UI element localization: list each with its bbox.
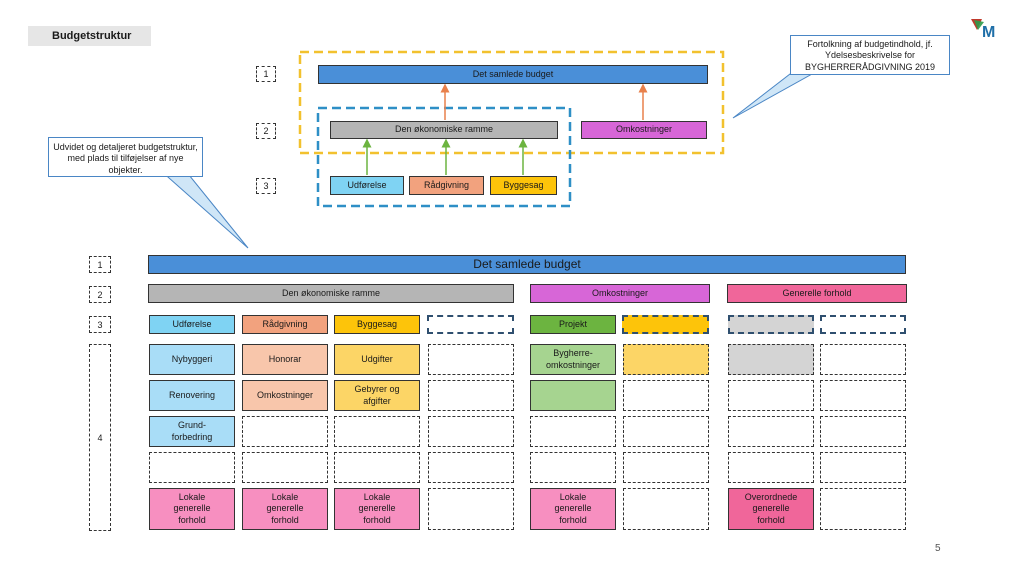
- bottom-consulting: Rådgivning: [242, 315, 328, 334]
- cell-general-gray-blank: [728, 344, 814, 375]
- cell-empty: [820, 488, 906, 530]
- bottom-empty-l3-general-a: [728, 315, 814, 334]
- cell-local-general-1: Lokale generelle forhold: [149, 488, 235, 530]
- bottom-empty-l3-costs: [622, 315, 709, 334]
- cell-empty: [428, 452, 514, 483]
- bottom-costs: Omkostninger: [530, 284, 710, 303]
- cell-empty: [530, 416, 616, 447]
- cell-empty: [334, 452, 420, 483]
- bottom-execution: Udførelse: [149, 315, 235, 334]
- cell-empty: [428, 488, 514, 530]
- logo-mark-icon: [971, 19, 984, 30]
- cell-empty: [149, 452, 235, 483]
- cell-new-build: Nybyggeri: [149, 344, 235, 375]
- top-level-2: 2: [256, 123, 276, 139]
- bottom-empty-l3-frame: [427, 315, 514, 334]
- cell-empty: [728, 416, 814, 447]
- cell-empty: [820, 452, 906, 483]
- cell-empty: [623, 380, 709, 411]
- top-building-case: Byggesag: [490, 176, 557, 195]
- cell-project-green-blank: [530, 380, 616, 411]
- bottom-level-3: 3: [89, 316, 111, 333]
- cell-empty: [623, 416, 709, 447]
- cell-client-costs: Bygherre- omkostninger: [530, 344, 616, 375]
- bottom-empty-l3-general-b: [820, 315, 906, 334]
- top-total-budget: Det samlede budget: [318, 65, 708, 84]
- cell-empty: [334, 416, 420, 447]
- cell-empty: [820, 416, 906, 447]
- page-title: Budgetstruktur: [28, 26, 151, 46]
- cell-overall-general: Overordnede generelle forhold: [728, 488, 814, 530]
- cell-fee: Honorar: [242, 344, 328, 375]
- callout-extended-structure: Udvidet og detaljeret budgetstruktur, me…: [48, 137, 203, 177]
- cell-empty: [428, 344, 514, 375]
- callout-interpretation: Fortolkning af budgetindhold, jf. Ydelse…: [790, 35, 950, 75]
- cell-empty: [428, 416, 514, 447]
- logo-letter: M: [982, 24, 996, 41]
- bottom-economic-frame: Den økonomiske ramme: [148, 284, 514, 303]
- cell-renovation: Renovering: [149, 380, 235, 411]
- cell-empty: [728, 452, 814, 483]
- top-execution: Udførelse: [330, 176, 404, 195]
- cell-outlays: Udgifter: [334, 344, 420, 375]
- cell-empty: [428, 380, 514, 411]
- top-economic-frame: Den økonomiske ramme: [330, 121, 558, 139]
- cell-local-general-3: Lokale generelle forhold: [334, 488, 420, 530]
- bottom-project: Projekt: [530, 315, 616, 334]
- page-number: 5: [935, 543, 941, 554]
- callout-right-pointer: [732, 73, 814, 119]
- cell-local-general-2: Lokale generelle forhold: [242, 488, 328, 530]
- top-level-3: 3: [256, 178, 276, 194]
- callout-left-pointer: [158, 169, 249, 249]
- bottom-general-conditions: Generelle forhold: [727, 284, 907, 303]
- cell-empty: [530, 452, 616, 483]
- bottom-level-2: 2: [89, 286, 111, 303]
- top-level-1: 1: [256, 66, 276, 82]
- bottom-level-4: 4: [89, 344, 111, 531]
- cell-ground-improvement: Grund- forbedring: [149, 416, 235, 447]
- cell-empty: [623, 452, 709, 483]
- cell-empty: [242, 452, 328, 483]
- cell-empty: [728, 380, 814, 411]
- cell-empty: [820, 344, 906, 375]
- cell-empty: [820, 380, 906, 411]
- inner-dashed-frame: [316, 106, 572, 208]
- company-logo: M: [968, 16, 1002, 46]
- bottom-total-budget: Det samlede budget: [148, 255, 906, 274]
- cell-local-general-4: Lokale generelle forhold: [530, 488, 616, 530]
- cell-empty: [242, 416, 328, 447]
- outer-dashed-frame: [298, 50, 725, 155]
- top-consulting: Rådgivning: [409, 176, 484, 195]
- cell-fees-and-charges: Gebyrer og afgifter: [334, 380, 420, 411]
- bottom-building-case: Byggesag: [334, 315, 420, 334]
- cell-costs-amber-blank: [623, 344, 709, 375]
- top-costs: Omkostninger: [581, 121, 707, 139]
- bottom-level-1: 1: [89, 256, 111, 273]
- cell-empty: [623, 488, 709, 530]
- cell-expenses: Omkostninger: [242, 380, 328, 411]
